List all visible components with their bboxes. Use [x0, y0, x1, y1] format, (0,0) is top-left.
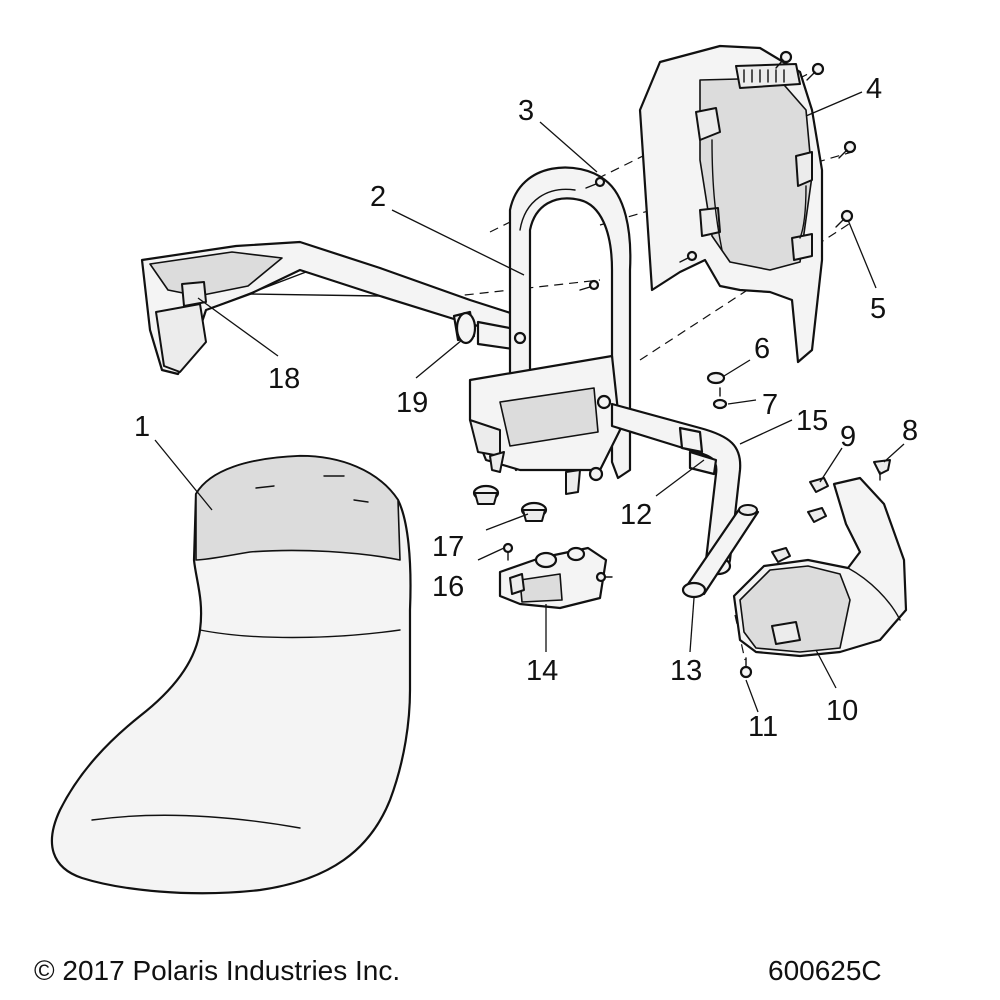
- callout-3: 3: [518, 95, 534, 127]
- screw-icon: [739, 657, 753, 679]
- screw-icon: [712, 387, 728, 410]
- screw-icon: [679, 250, 698, 263]
- part-4-backrest-shell: [638, 44, 824, 364]
- screw-icon: [585, 176, 606, 189]
- screw-icon: [835, 209, 854, 228]
- callout-8: 8: [902, 415, 918, 447]
- part-14-latch-bracket: [498, 546, 608, 610]
- callout-15: 15: [796, 405, 828, 437]
- screw-icon: [502, 542, 514, 561]
- callout-14: 14: [526, 655, 558, 687]
- part-2-grab-handle-bracket: [468, 166, 632, 495]
- screw-icon: [838, 140, 857, 159]
- callout-11: 11: [748, 711, 778, 743]
- screw-icon: [806, 62, 825, 81]
- callout-4: 4: [866, 73, 882, 105]
- clip-icon: [807, 507, 827, 523]
- part-13-tube: [681, 504, 760, 599]
- callout-10: 10: [826, 695, 858, 727]
- pushpin-icon: [873, 459, 891, 481]
- callout-2: 2: [370, 181, 386, 213]
- screw-icon: [775, 50, 793, 69]
- callout-17: 17: [432, 531, 464, 563]
- part-17-bumpers: [472, 484, 548, 522]
- callout-18: 18: [268, 363, 300, 395]
- part-10-side-cover: [732, 476, 908, 658]
- screw-icon: [579, 279, 600, 291]
- callout-7: 7: [762, 389, 778, 421]
- part-18-19-rack-frame: [140, 240, 522, 376]
- callout-5: 5: [870, 293, 886, 325]
- clip-icon: [771, 547, 791, 563]
- copyright-notice: © 2017 Polaris Industries Inc.: [34, 955, 401, 986]
- callout-labels: 1 2 3 4 5 6 7 8 9 10 11 12 13 14 15 16 1…: [134, 73, 918, 743]
- part-1-seat: [50, 454, 412, 895]
- callout-16: 16: [432, 571, 464, 603]
- callout-leader-lines: [154, 91, 905, 713]
- callout-19: 19: [396, 387, 428, 419]
- clip-icon: [809, 477, 829, 493]
- drawing-number: 600625C: [768, 955, 882, 986]
- screw-icon: [595, 571, 613, 583]
- callout-13: 13: [670, 655, 702, 687]
- callout-12: 12: [620, 499, 652, 531]
- callout-6: 6: [754, 333, 770, 365]
- callout-1: 1: [134, 411, 150, 443]
- washer-icon: [706, 371, 726, 385]
- callout-9: 9: [840, 421, 856, 453]
- backrest-screws: [775, 50, 857, 228]
